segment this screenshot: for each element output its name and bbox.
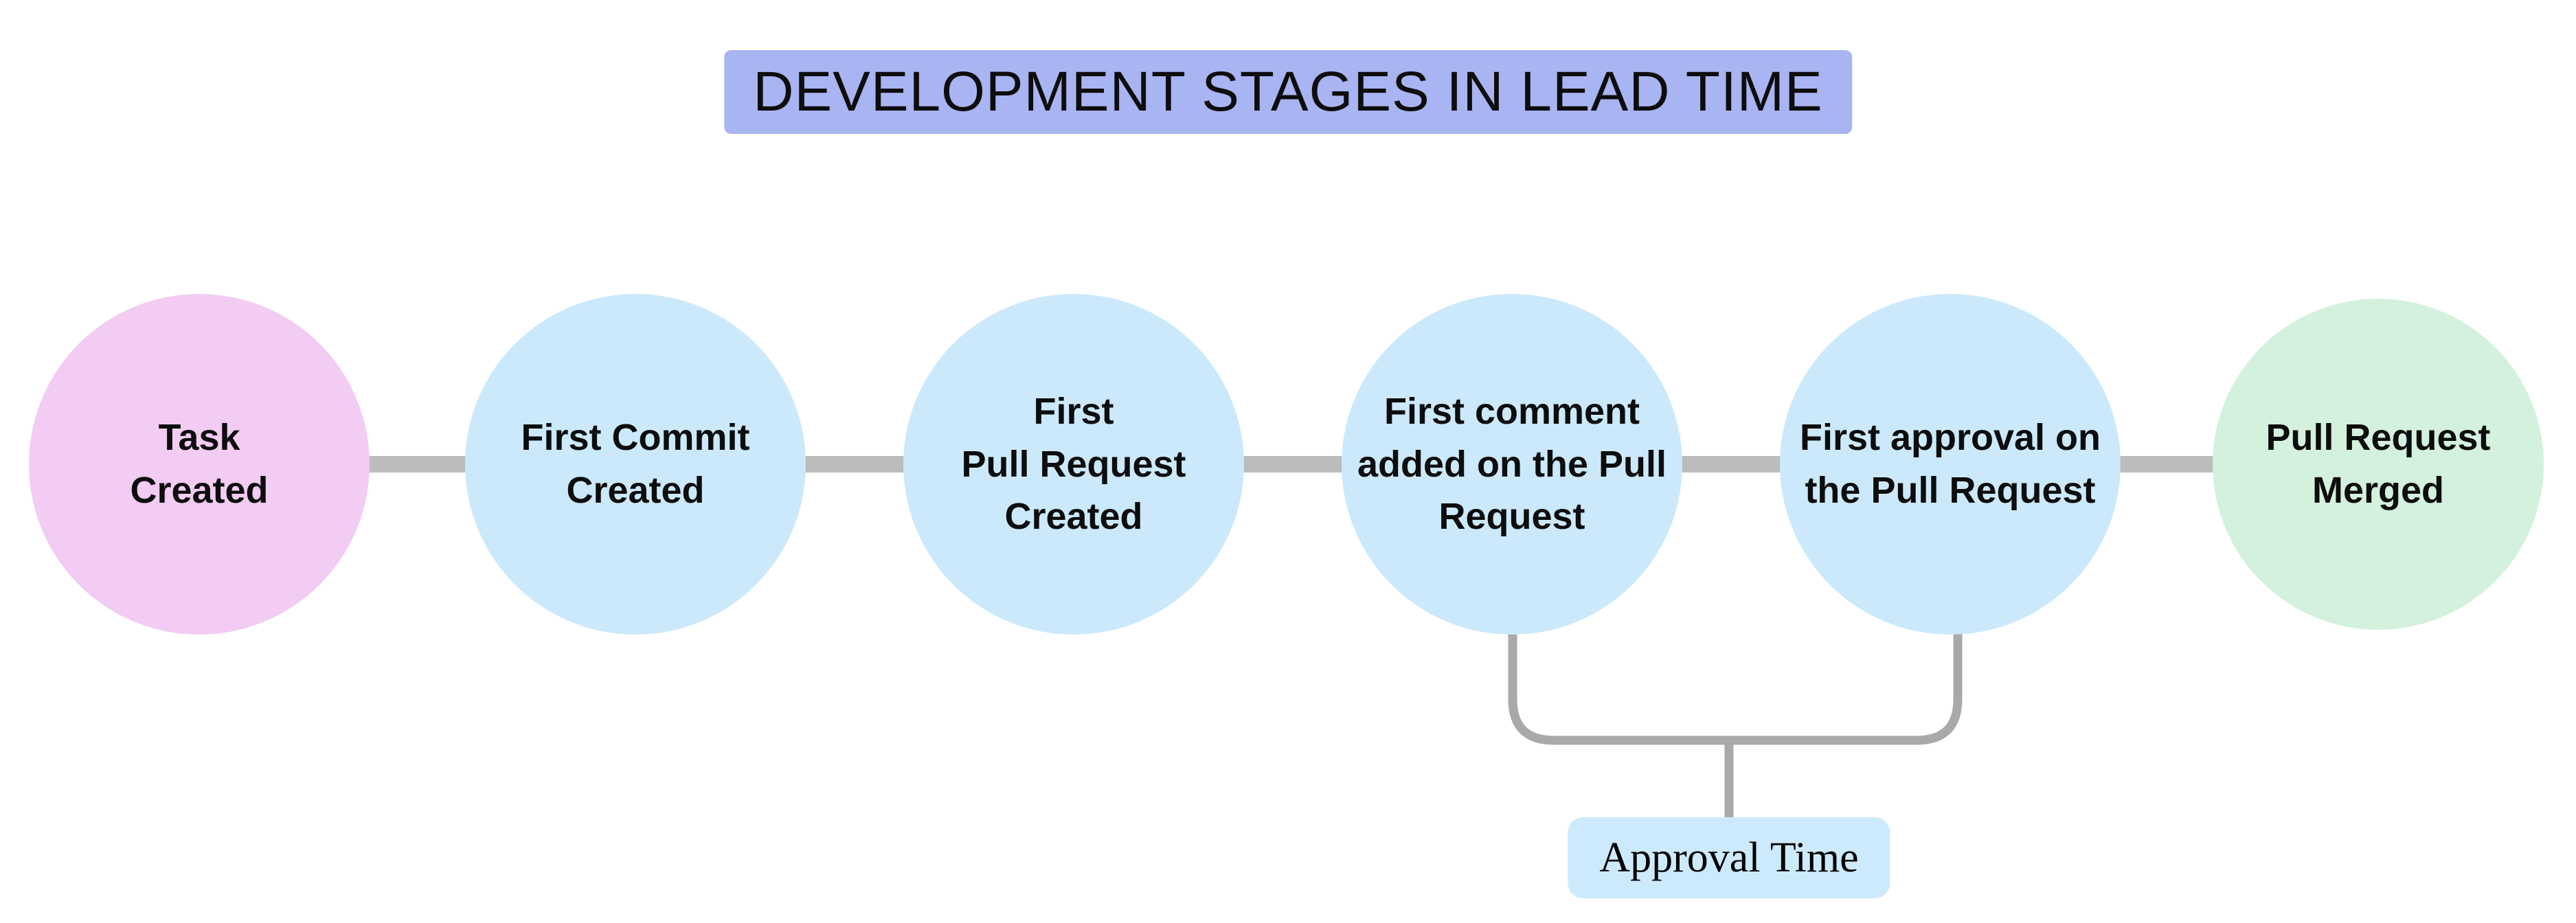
stage-label: Pull Request Merged xyxy=(2266,417,2491,511)
stage-node-first-pull-request-created: First Pull Request Created xyxy=(903,294,1244,635)
stage-label: First comment added on the Pull Request xyxy=(1357,390,1667,538)
diagram-title: DEVELOPMENT STAGES IN LEAD TIME xyxy=(724,50,1852,134)
stage-label: First Pull Request Created xyxy=(961,390,1186,538)
stage-label: First Commit Created xyxy=(521,417,750,511)
stage-label: First approval on the Pull Request xyxy=(1799,417,2101,511)
stage-node-pull-request-merged: Pull Request Merged xyxy=(2213,299,2544,630)
stage-node-first-approval: First approval on the Pull Request xyxy=(1780,294,2121,635)
stage-node-first-comment-added: First comment added on the Pull Request xyxy=(1342,294,1682,635)
stage-label: Task Created xyxy=(130,417,269,511)
stage-node-task-created: Task Created xyxy=(29,294,370,635)
approval-bracket xyxy=(1508,625,1963,745)
stage-node-first-commit-created: First Commit Created xyxy=(465,294,806,635)
approval-time-label: Approval Time xyxy=(1568,817,1890,898)
